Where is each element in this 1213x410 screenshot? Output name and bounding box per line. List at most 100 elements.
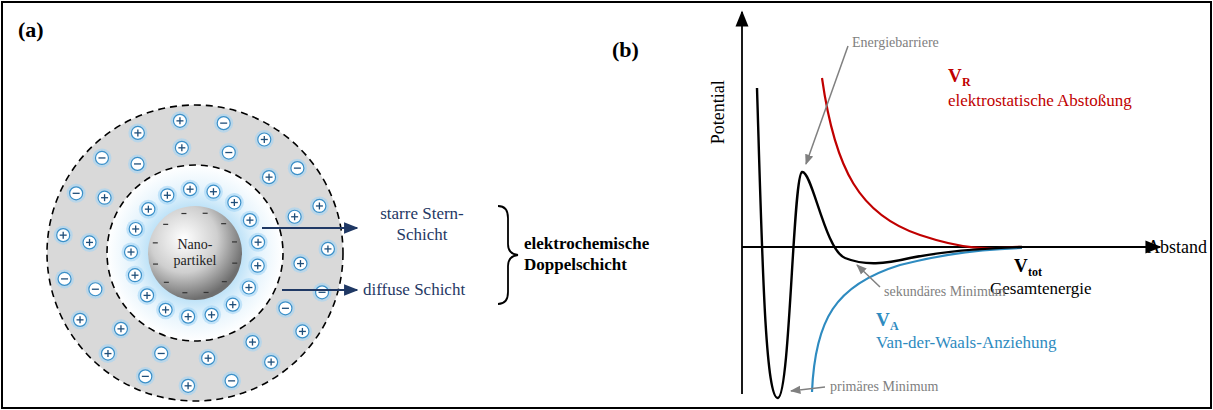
curve-label: Van-der-Waals-Anziehung [876, 332, 1057, 353]
ion-glow [125, 266, 144, 285]
ion-circle [316, 286, 329, 299]
anion-symbol [67, 184, 86, 203]
surface-charge [221, 223, 226, 224]
ion-circle [139, 370, 152, 383]
ion-circle [83, 236, 96, 249]
cation-symbol [239, 278, 258, 297]
ion-sign [165, 306, 166, 313]
ion-glow [248, 256, 267, 275]
ion-circle [258, 133, 271, 146]
ion-sign [73, 193, 80, 194]
ion-glow [55, 269, 74, 288]
ion-circle [222, 146, 235, 159]
ion-glow [204, 182, 223, 201]
ion-glow [71, 310, 90, 329]
anion-symbol [222, 371, 241, 390]
ion-glow [288, 159, 307, 178]
ion-sign [319, 292, 326, 293]
ion-glow [138, 286, 157, 305]
ion-circle [70, 187, 83, 200]
ion-glow [54, 226, 73, 245]
panel-letter: (b) [612, 36, 639, 64]
surface-charge [181, 213, 186, 214]
annotation: Energiebarriere [852, 34, 939, 52]
ion-sign [187, 313, 188, 320]
curve-subscript: R [962, 75, 971, 90]
ion-glow [136, 367, 155, 386]
ion-sign [300, 260, 301, 267]
surface-charge [164, 282, 169, 283]
ion-sign [264, 136, 265, 143]
ion-sign [120, 325, 121, 332]
ion-circle [225, 374, 238, 387]
ion-circle [161, 189, 174, 202]
ion-glow [80, 233, 99, 252]
ion-circle [173, 114, 186, 127]
ion-sign [252, 339, 253, 346]
node-label: Nano- partikel [160, 237, 230, 269]
ion-glow [86, 280, 105, 299]
ion-glow [126, 219, 145, 238]
cation-symbol [80, 233, 99, 252]
ion-sign [282, 308, 289, 309]
ion-circle [131, 126, 144, 139]
cation-symbol [126, 219, 145, 238]
leader-arrow [791, 387, 825, 391]
ion-sign [130, 249, 131, 256]
ion-sign [302, 328, 303, 335]
annotation: sekundäres Minimum [884, 283, 1006, 301]
ion-circle [288, 210, 301, 223]
ion-sign [104, 194, 105, 201]
cation-symbol [204, 182, 223, 201]
anion-symbol [128, 154, 147, 173]
cation-symbol [293, 322, 312, 341]
cation-symbol [170, 111, 189, 130]
ion-glow [293, 322, 312, 341]
ion-circle [125, 246, 138, 259]
ion-sign [134, 163, 141, 164]
anion-symbol [152, 344, 171, 363]
cation-symbol [249, 233, 268, 252]
layer-label: starre Stern-Schicht [362, 203, 482, 246]
ion-sign [89, 239, 90, 246]
attraction-curve [812, 248, 1022, 392]
cation-symbol [240, 211, 259, 230]
ion-glow [243, 333, 262, 352]
ion-circle [159, 303, 172, 316]
cation-symbol [243, 333, 262, 352]
ion-glow [156, 300, 175, 319]
ion-circle [74, 313, 87, 326]
ion-glow [152, 344, 171, 363]
anion-symbol [276, 299, 295, 318]
cation-symbol [199, 349, 218, 368]
anion-symbol [136, 367, 155, 386]
ion-circle [279, 302, 292, 315]
ion-circle [296, 325, 309, 338]
anion-symbol [313, 283, 332, 302]
cation-symbol [318, 239, 337, 258]
surface-charge [153, 263, 158, 264]
anion-symbol [214, 114, 233, 133]
cation-symbol [111, 319, 130, 338]
ion-glow [260, 168, 279, 187]
cation-symbol [172, 138, 191, 157]
ion-circle [58, 272, 71, 285]
ion-sign [232, 301, 233, 308]
curve-symbol: V [948, 64, 962, 88]
ion-sign [234, 199, 235, 206]
cation-symbol [179, 307, 198, 326]
leader-arrow [857, 265, 880, 287]
ion-sign [270, 359, 271, 366]
ion-sign [63, 232, 64, 239]
group-label: elektrochemische Doppelschicht [524, 233, 674, 276]
curly-brace [498, 206, 518, 304]
ion-sign [181, 144, 182, 151]
ion-sign [61, 278, 68, 279]
ion-circle [202, 352, 215, 365]
ion-circle [101, 347, 114, 360]
ion-circle [114, 322, 127, 335]
ion-glow [98, 344, 117, 363]
ion-glow [225, 193, 244, 212]
ion-circle [128, 269, 141, 282]
ion-circle [207, 185, 220, 198]
